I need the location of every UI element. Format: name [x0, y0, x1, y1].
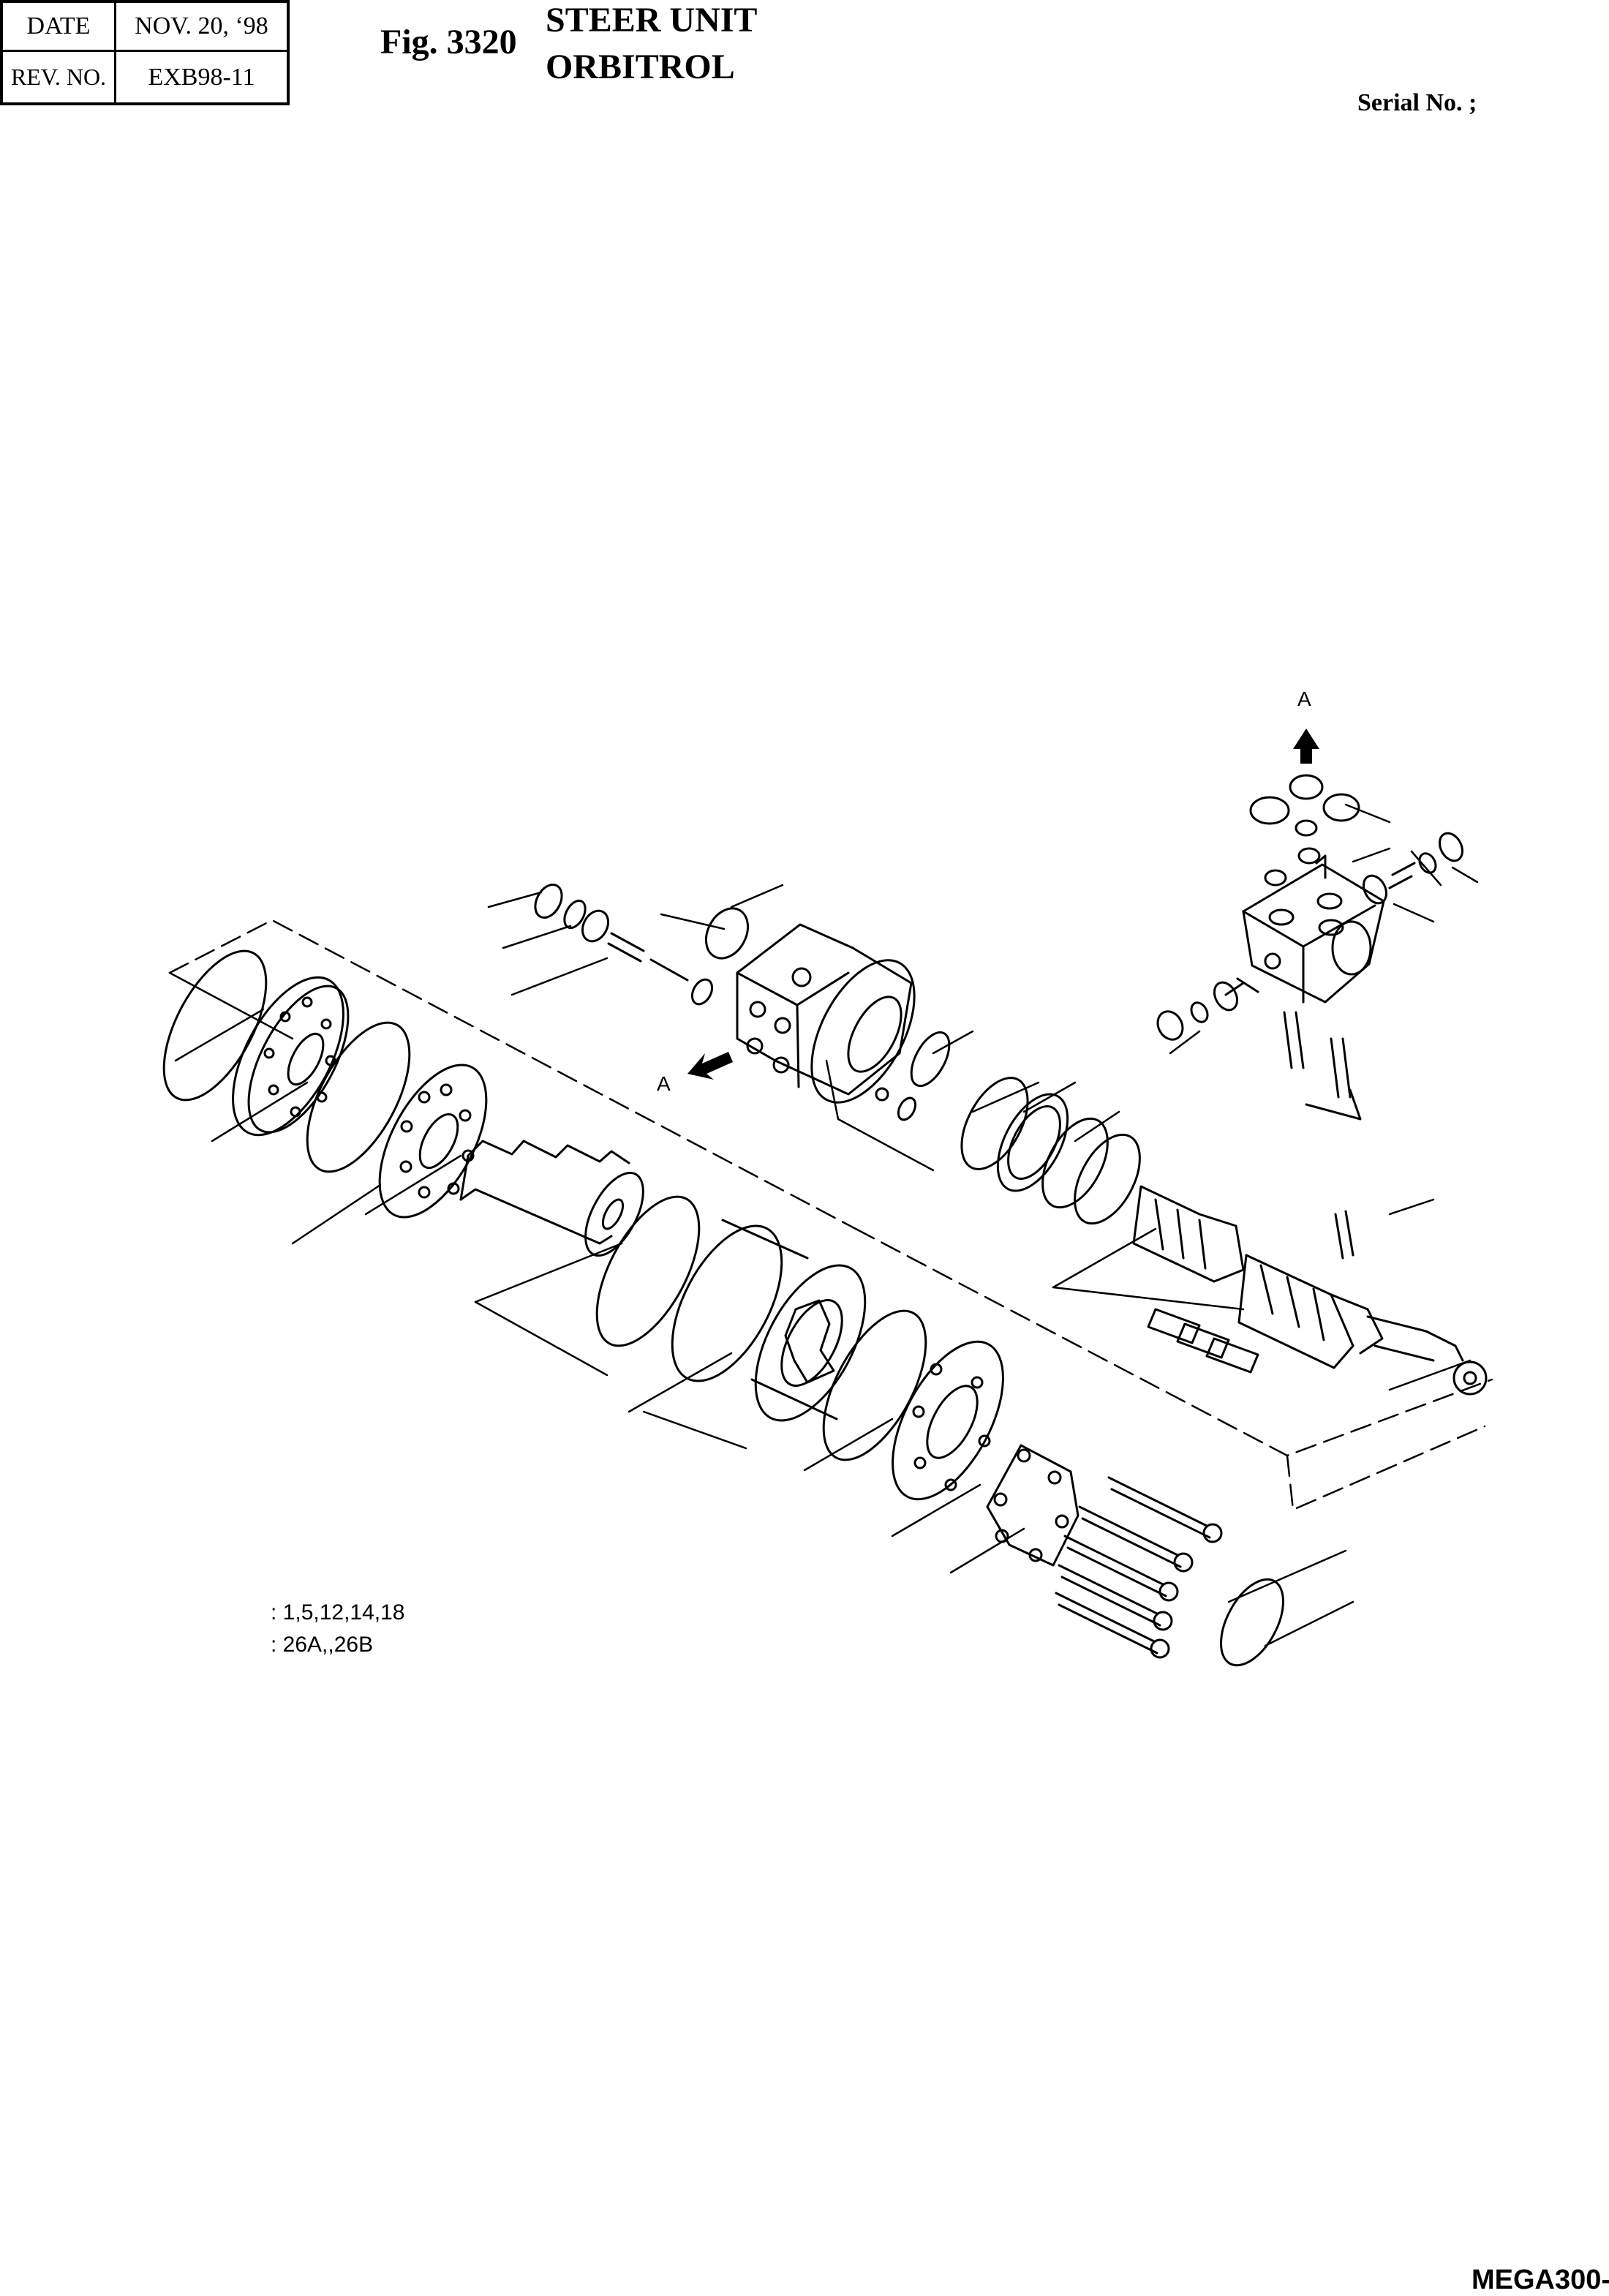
leader-line-gear [1388, 1359, 1472, 1391]
serial-number-label: Serial No. ; [1357, 89, 1477, 116]
header-table: DATE NOV. 20, ‘98 REV. NO. EXB98-11 [0, 0, 290, 105]
rev-value: EXB98-11 [148, 63, 255, 91]
end-cover [892, 1340, 1004, 1501]
date-value: NOV. 20, ‘98 [135, 12, 268, 39]
leader-line-plate [1227, 1549, 1354, 1647]
table-divider-h [3, 50, 287, 52]
end-plate-holed [232, 976, 350, 1137]
o-ring-4 [822, 1309, 927, 1461]
leader-lines-view-a [1169, 803, 1479, 1055]
relief-valve-parts [534, 884, 750, 1006]
legend-line-1: : 1,5,12,14,18 [271, 1600, 405, 1625]
gear-set-cylinder [671, 1219, 867, 1422]
assembly-dashed-outline [168, 919, 1493, 1511]
o-ring-3 [595, 1195, 701, 1347]
view-arrow-top [1293, 729, 1319, 764]
figure-title-line2: ORBITROL [546, 48, 735, 86]
figure-title-line1: STEER UNIT [546, 1, 758, 39]
input-spline-gear [1366, 1315, 1488, 1396]
cover-bolts [1055, 1476, 1223, 1659]
view-arrow-side [687, 1052, 733, 1080]
footer-code: MEGA300- [1472, 2265, 1609, 2295]
leader-lines-bearing [971, 1081, 1120, 1143]
spool-sleeve [1132, 1185, 1384, 1369]
leader-line-check [825, 1030, 974, 1172]
view-a-detail [1156, 774, 1464, 1121]
legend-line-2: : 26A,,26B [271, 1633, 374, 1657]
figure-number: Fig. 3320 [380, 23, 517, 61]
view-label-top: A [1297, 688, 1311, 710]
leader-lines-spool [1052, 1198, 1435, 1311]
o-ring-left [162, 949, 268, 1102]
valve-housing [736, 923, 916, 1104]
table-divider-v [114, 3, 116, 102]
check-valve-parts [875, 1031, 951, 1121]
name-plate [1220, 1578, 1284, 1667]
rev-label: REV. NO. [10, 64, 107, 90]
cover-gasket [986, 1444, 1079, 1567]
centering-pin [1334, 1210, 1354, 1260]
distributor-plate [378, 1064, 488, 1219]
o-ring-2 [306, 1021, 411, 1173]
view-label-side: A [657, 1072, 671, 1095]
leader-lines-left [168, 971, 1025, 1574]
thrust-bearing-set [960, 1077, 1141, 1225]
date-label: DATE [26, 12, 91, 39]
drive-shaft [459, 1140, 644, 1257]
leader-lines-relief [487, 884, 784, 996]
centering-springs [1147, 1308, 1259, 1374]
